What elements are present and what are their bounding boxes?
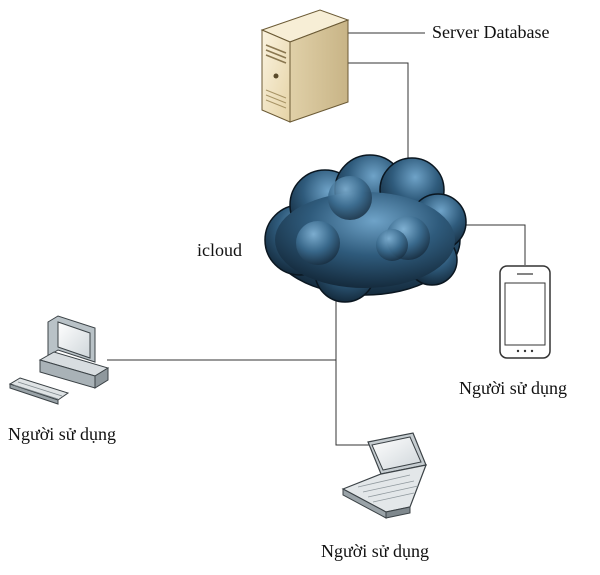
desktop-user-label: Người sử dụng <box>8 424 117 444</box>
cloud-icon <box>264 154 467 303</box>
connection-lines <box>107 32 526 446</box>
smartphone-icon <box>499 265 551 359</box>
line-server-cloud <box>345 62 409 160</box>
line-cloud-desktop <box>107 300 337 361</box>
server-tower-icon <box>260 9 350 123</box>
desktop-computer-icon <box>8 315 110 405</box>
server-label: Server Database <box>432 22 550 42</box>
line-cloud-laptop <box>335 360 372 446</box>
laptop-user-label: Người sử dụng <box>321 541 430 561</box>
line-cloud-phone <box>455 224 526 265</box>
cloud-label: icloud <box>197 240 242 260</box>
laptop-icon <box>341 432 427 519</box>
phone-user-label: Người sử dụng <box>459 378 568 398</box>
